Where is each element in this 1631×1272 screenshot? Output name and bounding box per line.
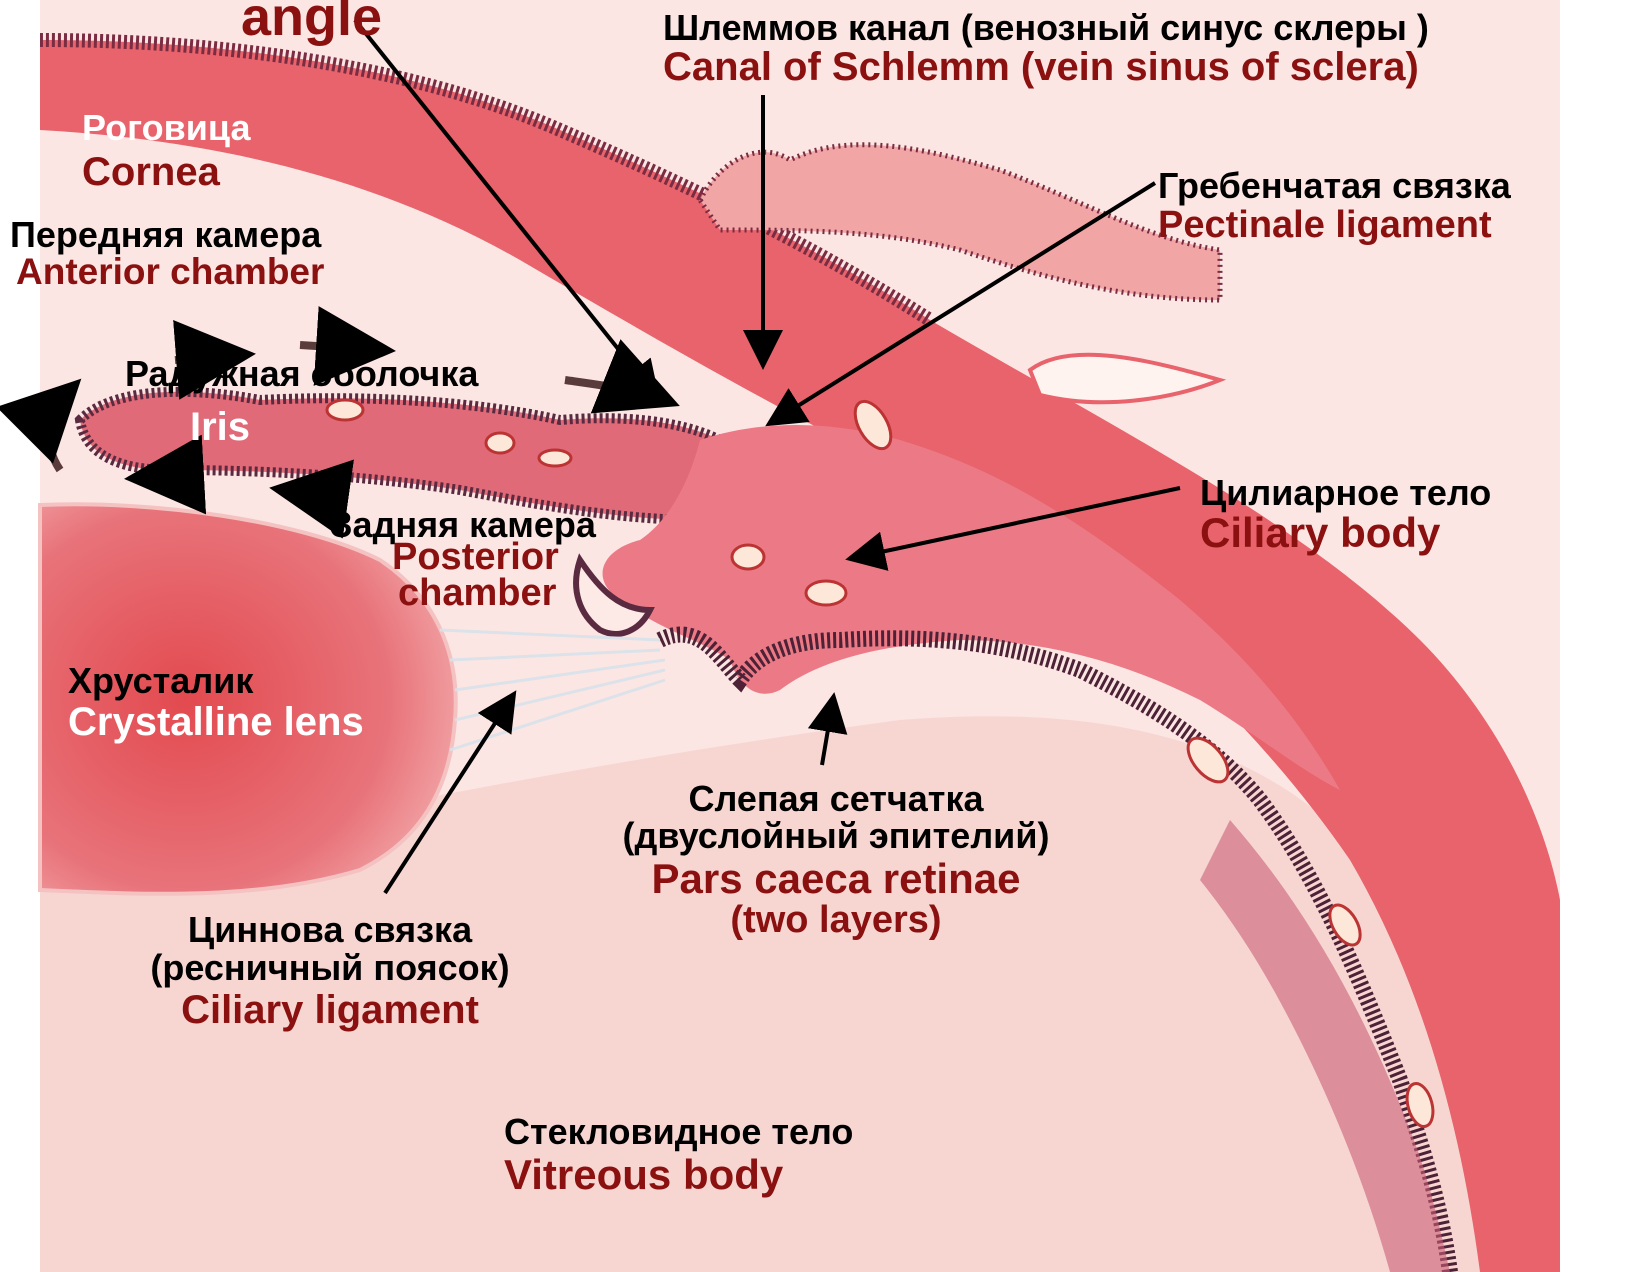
posterior-chamber-en-line2: chamber — [398, 573, 556, 615]
pars-caeca-en-line1: Pars caeca retinae — [586, 856, 1086, 902]
ciliary-body-ru-label: Цилиарное тело — [1200, 473, 1491, 513]
ciliary-vessel — [732, 545, 764, 569]
cornea-en-label: Cornea — [82, 150, 220, 194]
lens-en-label: Crystalline lens — [68, 700, 364, 744]
anterior-chamber-en-label: Anterior chamber — [16, 252, 324, 293]
pars-caeca-ru-line2: (двуслойный эпителий) — [586, 816, 1086, 856]
iris-vessel — [486, 433, 514, 453]
iris-vessel — [327, 400, 363, 420]
iris-en-label: Iris — [190, 405, 250, 449]
iris-ru-label: Радужная оболочка — [125, 354, 478, 394]
ciliary-vessel — [806, 581, 846, 605]
vitreous-en-label: Vitreous body — [504, 1152, 783, 1198]
ciliary-ligament-ru-line1: Циннова связка — [130, 910, 530, 950]
pars-caeca-en-line2: (two layers) — [636, 900, 1036, 942]
pars-caeca-ru-line1: Слепая сетчатка — [636, 779, 1036, 819]
ciliary-ligament-en-label: Ciliary ligament — [130, 988, 530, 1032]
anterior-chamber-ru-label: Передняя камера — [10, 215, 321, 255]
lens-ru-label: Хрусталик — [68, 661, 253, 701]
iris-vessel — [539, 450, 571, 466]
schlemm-ru-label: Шлеммов канал (венозный синус склеры ) — [663, 8, 1429, 48]
vitreous-ru-label: Стекловидное тело — [504, 1112, 853, 1152]
ciliary-body-en-label: Ciliary body — [1200, 510, 1440, 556]
schlemm-en-label: Canal of Schlemm (vein sinus of sclera) — [663, 45, 1419, 89]
pectinale-en-label: Pectinale ligament — [1158, 205, 1492, 247]
cornea-ru-label: Роговица — [82, 108, 250, 148]
ciliary-ligament-ru-line2: (ресничный поясок) — [110, 948, 550, 988]
angle-label: angle — [241, 0, 382, 47]
pectinale-ru-label: Гребенчатая связка — [1158, 166, 1511, 206]
